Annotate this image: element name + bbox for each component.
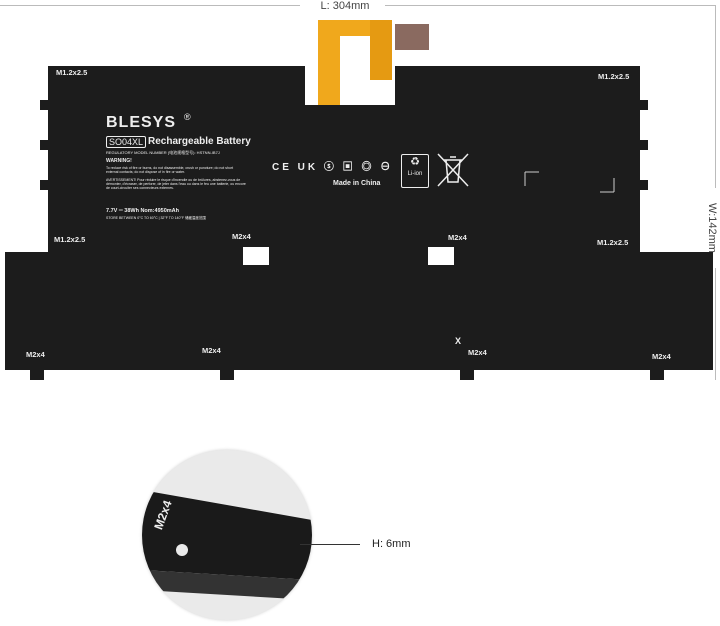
flex-connector <box>395 24 429 50</box>
screw-label: M2x4 <box>468 348 487 357</box>
length-label: L: 304mm <box>320 0 370 12</box>
height-pointer-line <box>300 544 360 545</box>
li-ion-label: Li-ion <box>407 171 423 177</box>
screw-slot <box>243 247 269 265</box>
thickness-detail-view: M2x4 <box>142 450 312 620</box>
screw-label: M2x4 <box>448 233 467 242</box>
registered-mark: ® <box>184 112 191 122</box>
screw-label: M2x4 <box>26 350 45 359</box>
model-box: SO04XL <box>106 136 147 148</box>
regulatory-text: REGULATORY MODEL NUMBER (电池规格型号): HSTNN-… <box>106 150 220 155</box>
battery-title: Rechargeable Battery <box>148 136 251 147</box>
specs-text: 7.7V ═ 38Wh Nom:4950mAh <box>106 208 179 214</box>
weee-bin-icon <box>437 153 469 187</box>
screw-label: M2x4 <box>652 352 671 361</box>
warning-text: To reduce risk of fire or burns, do not … <box>106 166 234 174</box>
battery-body <box>5 20 713 380</box>
warning-heading: WARNING! <box>106 158 132 164</box>
height-label: H: 6mm <box>372 538 411 550</box>
screw-label: M1.2x2.5 <box>54 235 86 244</box>
screw-label: M1.2x2.5 <box>598 72 630 81</box>
certification-icons: CE UK ⓢ ▣ ◎ ⊖ <box>272 162 394 173</box>
x-mark: X <box>455 336 462 346</box>
length-dimension-line <box>385 5 715 6</box>
screw-slot <box>428 247 454 265</box>
recycle-icon: ♻Li-ion <box>401 154 429 188</box>
screw-label: M1.2x2.5 <box>597 238 629 247</box>
screw-label: M2x4 <box>202 346 221 355</box>
battery-edge-detail <box>142 490 312 600</box>
avertissement-text: AVERTISSEMENT! Pour réduire le risque d'… <box>106 178 246 190</box>
brand-logo: BLESYS <box>106 114 177 131</box>
screw-label: M1.2x2.5 <box>56 68 88 77</box>
length-dimension-line <box>0 5 300 6</box>
flex-cable <box>370 20 392 80</box>
made-in-label: Made in China <box>333 180 381 187</box>
screw-label: M2x4 <box>232 232 251 241</box>
flex-cable <box>318 20 340 115</box>
store-text: STORE BETWEEN 0°C TO 60°C | 32°F TO 140°… <box>106 216 206 220</box>
